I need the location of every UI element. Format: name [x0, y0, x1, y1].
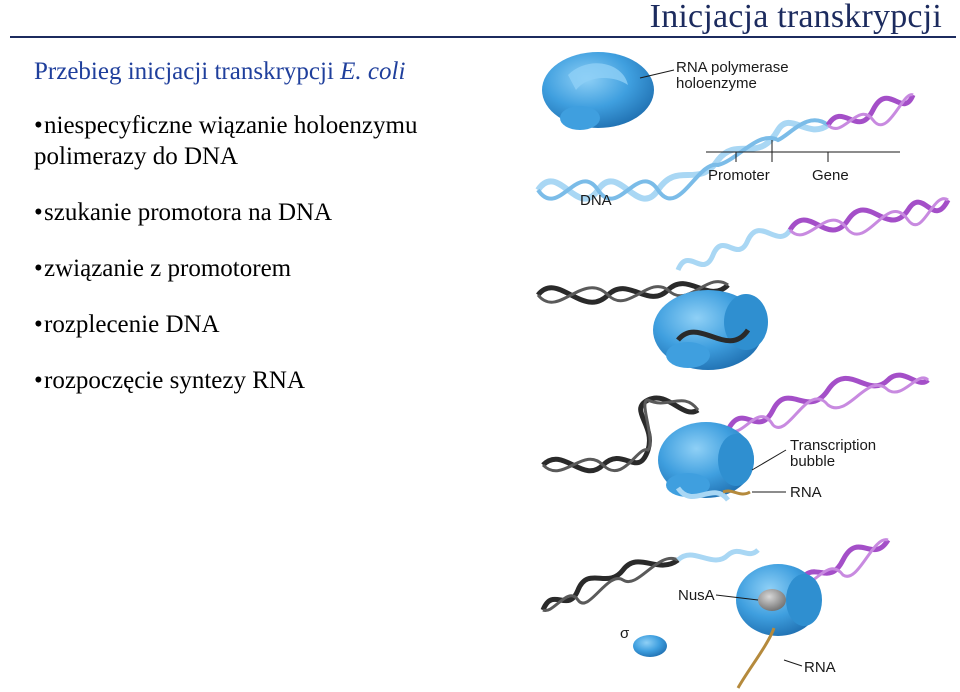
- dna-helix-gene: [825, 93, 916, 127]
- bullet-item: •rozplecenie DNA: [34, 309, 534, 340]
- bullet-item: •związanie z promotorem: [34, 253, 534, 284]
- panel-1-free-holoenzyme: RNA polymerase holoenzyme Promoter Gene …: [535, 52, 916, 209]
- title-divider: [10, 36, 956, 38]
- rna-polymerase-holoenzyme: [542, 52, 654, 130]
- dna-helix-light: [675, 228, 793, 272]
- dna-label: DNA: [580, 192, 612, 209]
- dna-helix-light: [676, 548, 760, 563]
- bullet-text: rozpoczęcie syntezy RNA: [44, 367, 305, 394]
- sigma-factor: [633, 635, 667, 657]
- sigma-label: σ: [620, 625, 630, 642]
- bullet-item: •rozpoczęcie syntezy RNA: [34, 365, 534, 396]
- panel-2-promoter-binding: [536, 197, 951, 370]
- subtitle-text: Przebieg inicjacji transkrypcji: [34, 58, 341, 85]
- dna-helix-dark: [541, 395, 700, 474]
- panel-3-transcription-bubble: Transcription bubble RNA: [541, 372, 930, 502]
- slide-title: Inicjacja transkrypcji: [649, 0, 942, 35]
- bubble-label-line2: bubble: [790, 453, 835, 470]
- dna-helix-gene: [787, 198, 951, 233]
- dna-helix-light: [535, 119, 830, 202]
- bullet-text: rozplecenie DNA: [44, 311, 220, 338]
- holoenzyme-label-line2: holoenzyme: [676, 75, 757, 92]
- holoenzyme-label-line1: RNA polymerase: [676, 59, 789, 76]
- rna-label-panel4: RNA: [804, 659, 836, 676]
- subtitle: Przebieg inicjacji transkrypcji E. coli: [34, 58, 405, 86]
- bullet-list: •niespecyficzne wiązanie holoenzymu poli…: [34, 110, 534, 421]
- transcription-initiation-diagram: RNA polymerase holoenzyme Promoter Gene …: [535, 52, 951, 689]
- bullet-marker: •: [34, 311, 43, 338]
- dna-helix-light: [675, 486, 730, 502]
- rna-strand: [722, 489, 751, 496]
- bullet-text: szukanie promotora na DNA: [44, 199, 333, 226]
- subtitle-species: E. coli: [340, 58, 406, 85]
- bubble-label-line1: Transcription: [790, 437, 876, 454]
- rna-polymerase-bound: [653, 290, 768, 370]
- dna-helix-dark: [536, 281, 730, 305]
- nusa-label: NusA: [678, 587, 715, 604]
- bullet-marker: •: [34, 255, 43, 282]
- dna-helix-gene: [725, 372, 930, 432]
- rna-polymerase-open-complex: [658, 422, 754, 498]
- dna-helix-dark: [540, 557, 680, 612]
- bullet-marker: •: [34, 199, 43, 226]
- panel-4-elongation: NusA σ RNA: [540, 538, 891, 689]
- bullet-item: •szukanie promotora na DNA: [34, 197, 534, 228]
- rna-label-panel3: RNA: [790, 484, 822, 501]
- bullet-text: niespecyficzne wiązanie holoenzymu polim…: [34, 112, 418, 170]
- bullet-text: związanie z promotorem: [44, 255, 292, 282]
- bullet-marker: •: [34, 367, 43, 394]
- gene-label: Gene: [812, 167, 849, 184]
- bullet-marker: •: [34, 112, 43, 139]
- promoter-label: Promoter: [708, 167, 770, 184]
- rna-strand: [736, 627, 776, 689]
- nusa-protein: [758, 589, 786, 611]
- bullet-item: •niespecyficzne wiązanie holoenzymu poli…: [34, 110, 534, 172]
